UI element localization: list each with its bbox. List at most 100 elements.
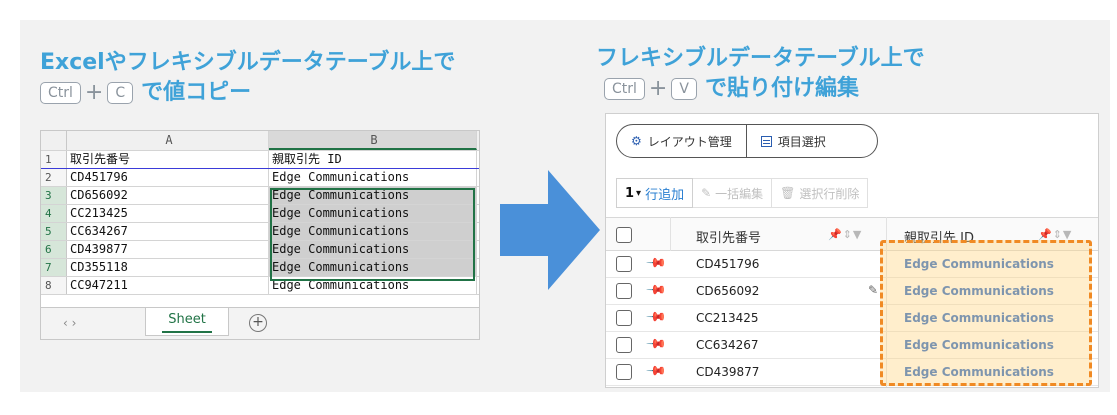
account-number-cell[interactable]: CD451796 — [696, 257, 760, 271]
parent-id-cell[interactable]: Edge Communications — [904, 365, 1054, 379]
row-checkbox[interactable] — [616, 283, 632, 299]
column-header-account-number[interactable]: 取引先番号 — [696, 231, 762, 246]
ctrl-key-icon: Ctrl — [604, 78, 645, 100]
account-number-cell[interactable]: CD439877 — [696, 365, 760, 379]
pencil-icon[interactable]: ✎ — [868, 283, 879, 297]
ctrl-key-icon: Ctrl — [40, 82, 81, 104]
parent-id-cell[interactable]: Edge Communications — [904, 257, 1054, 271]
add-sheet-icon[interactable]: + — [249, 314, 267, 332]
row-number[interactable]: 5 — [41, 223, 67, 240]
parent-id-cell[interactable]: Edge Communications — [904, 311, 1054, 325]
pin-icon[interactable]: 📌 — [645, 252, 668, 275]
row-number[interactable]: 4 — [41, 205, 67, 222]
sheet-nav-arrows-icon[interactable]: ‹ › — [63, 316, 77, 330]
table-row: 📌 CD656092 ✎ Edge Communications — [606, 278, 1098, 305]
left-heading-action: で値コピー — [141, 80, 252, 105]
account-number-cell[interactable]: CC213425 — [696, 311, 759, 325]
table-row: 8 CC947211 Edge Communications — [41, 277, 479, 295]
column-header-parent-id[interactable]: 親取引先 ID — [904, 231, 974, 246]
cell[interactable]: CC634267 — [67, 223, 269, 240]
cell[interactable]: Edge Communications — [269, 277, 477, 294]
delete-rows-button[interactable]: 🗑 選択行削除 — [772, 178, 869, 208]
cell[interactable]: CC947211 — [67, 277, 269, 294]
v-key-icon: V — [671, 78, 697, 100]
table-toolbar: 1 ▾ 行追加 ✎ 一括編集 🗑 選択行削除 — [616, 178, 869, 208]
right-heading: フレキシブルデータテーブル上で Ctrl + V で貼り付け編集 — [596, 44, 925, 104]
table-row: 📌 CD451796 Edge Communications — [606, 251, 1098, 278]
right-arrow-icon — [500, 170, 600, 290]
row-checkbox[interactable] — [616, 337, 632, 353]
selected-cell[interactable]: Edge Communications — [269, 259, 477, 276]
divider — [745, 125, 747, 157]
delete-rows-label: 選択行削除 — [799, 186, 860, 201]
trash-icon: 🗑 — [780, 186, 796, 200]
add-row-button[interactable]: 1 ▾ 行追加 — [616, 178, 694, 208]
layout-manage-label: レイアウト管理 — [647, 134, 732, 149]
table-row: 📌 CC213425 Edge Communications — [606, 305, 1098, 332]
add-row-count[interactable]: 1 — [625, 185, 635, 201]
row-number[interactable]: 6 — [41, 241, 67, 258]
bulk-edit-button[interactable]: ✎ 一括編集 — [693, 178, 773, 208]
table-row: 📌 CC634267 Edge Communications — [606, 332, 1098, 359]
pin-icon[interactable]: 📌 — [645, 306, 668, 329]
column-header-row: A B — [41, 131, 479, 151]
column-header-b[interactable]: B — [269, 131, 477, 150]
column-tools-icon[interactable]: 📌⇕▼ — [828, 228, 863, 241]
flexible-data-table: ⚙ レイアウト管理 項目選択 1 ▾ 行追加 ✎ 一括編集 🗑 選択行削除 — [605, 113, 1099, 388]
bulk-edit-label: 一括編集 — [715, 186, 764, 201]
layout-manage-button[interactable]: ⚙ レイアウト管理 — [617, 125, 746, 157]
corner-cell[interactable] — [41, 131, 67, 150]
pin-icon[interactable]: 📌 — [645, 333, 668, 356]
selected-cell[interactable]: Edge Communications — [269, 187, 477, 204]
right-heading-action: で貼り付け編集 — [704, 76, 859, 101]
excel-grid: A B 1 取引先番号 親取引先 ID 2 CD451796 Edge Comm… — [41, 131, 479, 307]
parent-id-cell[interactable]: Edge Communications — [904, 284, 1054, 298]
select-all-checkbox[interactable] — [616, 227, 632, 243]
left-heading: Excelやフレキシブルデータテーブル上で Ctrl + C で値コピー — [40, 48, 455, 108]
cell[interactable]: 親取引先 ID — [269, 151, 477, 168]
table-row: 1 取引先番号 親取引先 ID — [41, 151, 479, 169]
selected-cell[interactable]: Edge Communications — [269, 223, 477, 240]
selected-cell[interactable]: Edge Communications — [269, 205, 477, 222]
selected-cell[interactable]: Edge Communications — [269, 241, 477, 258]
pin-icon[interactable]: 📌 — [645, 360, 668, 383]
table-row: 4 CC213425 Edge Communications — [41, 205, 479, 223]
list-icon — [760, 135, 772, 147]
table-row: 3 CD656092 Edge Communications — [41, 187, 479, 205]
sheet-tab-bar: ‹ › Sheet + — [41, 307, 479, 339]
table-settings-pill: ⚙ レイアウト管理 項目選択 — [616, 124, 878, 158]
row-checkbox[interactable] — [616, 256, 632, 272]
divider — [886, 217, 887, 387]
row-number[interactable]: 7 — [41, 259, 67, 276]
cell[interactable]: CD355118 — [67, 259, 269, 276]
excel-sheet: A B 1 取引先番号 親取引先 ID 2 CD451796 Edge Comm… — [40, 130, 480, 340]
column-select-button[interactable]: 項目選択 — [747, 125, 840, 157]
account-number-cell[interactable]: CD656092 — [696, 284, 760, 298]
cell[interactable]: 取引先番号 — [67, 151, 269, 168]
cell[interactable]: CC213425 — [67, 205, 269, 222]
column-tools-icon[interactable]: 📌⇕▼ — [1038, 228, 1073, 241]
row-number[interactable]: 3 — [41, 187, 67, 204]
row-checkbox[interactable] — [616, 310, 632, 326]
account-number-cell[interactable]: CC634267 — [696, 338, 759, 352]
row-checkbox[interactable] — [616, 364, 632, 380]
cell[interactable]: CD656092 — [67, 187, 269, 204]
cell[interactable]: CD451796 — [67, 169, 269, 186]
table-row: 5 CC634267 Edge Communications — [41, 223, 479, 241]
row-number[interactable]: 2 — [41, 169, 67, 186]
parent-id-cell[interactable]: Edge Communications — [904, 338, 1054, 352]
plus-icon: + — [84, 80, 104, 105]
row-number[interactable]: 8 — [41, 277, 67, 294]
row-number[interactable]: 1 — [41, 151, 67, 168]
pin-icon[interactable]: 📌 — [645, 279, 668, 302]
c-key-icon: C — [107, 82, 134, 104]
divider — [670, 217, 671, 251]
chevron-down-icon[interactable]: ▾ — [636, 187, 642, 199]
column-select-label: 項目選択 — [777, 134, 826, 149]
right-heading-line1: フレキシブルデータテーブル上で — [596, 46, 925, 71]
column-header-a[interactable]: A — [67, 131, 269, 150]
sheet-tab[interactable]: Sheet — [145, 308, 229, 336]
cell[interactable]: CD439877 — [67, 241, 269, 258]
cell[interactable]: Edge Communications — [269, 169, 477, 186]
